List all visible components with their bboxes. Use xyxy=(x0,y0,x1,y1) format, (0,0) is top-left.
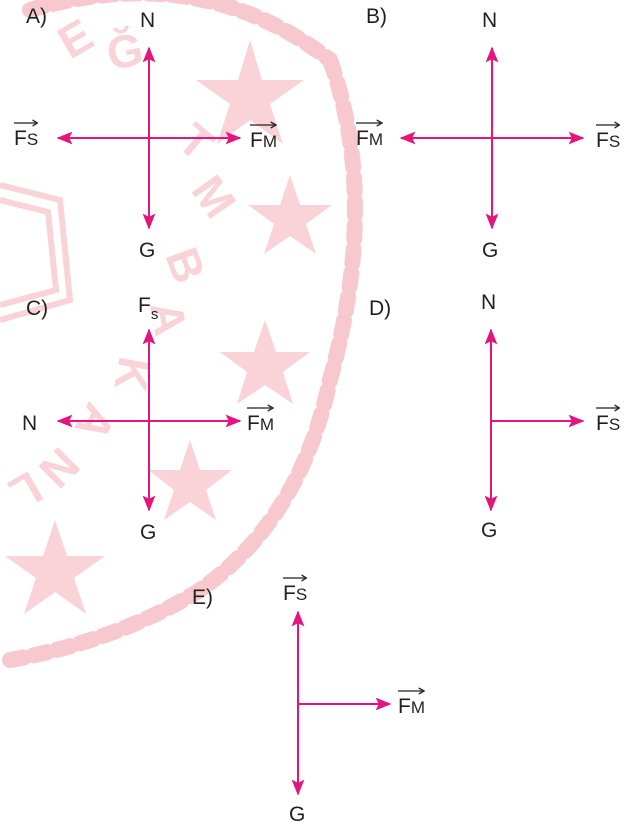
option-a-left-vector-label: FS xyxy=(14,119,39,149)
option-d-right-vector-label: FS xyxy=(596,404,621,434)
option-c-letter[interactable]: C) xyxy=(26,297,49,320)
option-e-up-vector-label: FS xyxy=(283,574,308,604)
option-c-left-label: N xyxy=(22,412,38,435)
option-d-up-label: N xyxy=(481,291,497,314)
svg-text:Ğ: Ğ xyxy=(103,22,147,79)
option-b-letter[interactable]: B) xyxy=(366,5,387,28)
option-a-right-vector-label: FM xyxy=(250,121,277,151)
option-a-up-label: N xyxy=(140,9,156,32)
option-e-letter[interactable]: E) xyxy=(192,586,213,609)
option-c-down-label: G xyxy=(140,521,157,544)
option-d-down-label: G xyxy=(481,519,498,542)
option-a-letter[interactable]: A) xyxy=(26,5,47,28)
option-b-down-label: G xyxy=(482,239,499,262)
option-e-down-label: G xyxy=(289,803,306,826)
option-c-right-vector-label: FM xyxy=(247,404,274,434)
option-c-up-label: Fs xyxy=(138,294,159,323)
option-e-right-vector-label: FM xyxy=(398,687,425,717)
option-b-left-vector-label: FM xyxy=(356,119,383,149)
option-b-right-vector-label: FS xyxy=(596,121,621,151)
option-a-down-label: G xyxy=(139,239,156,262)
option-d-letter[interactable]: D) xyxy=(369,297,392,320)
option-b-up-label: N xyxy=(482,9,498,32)
